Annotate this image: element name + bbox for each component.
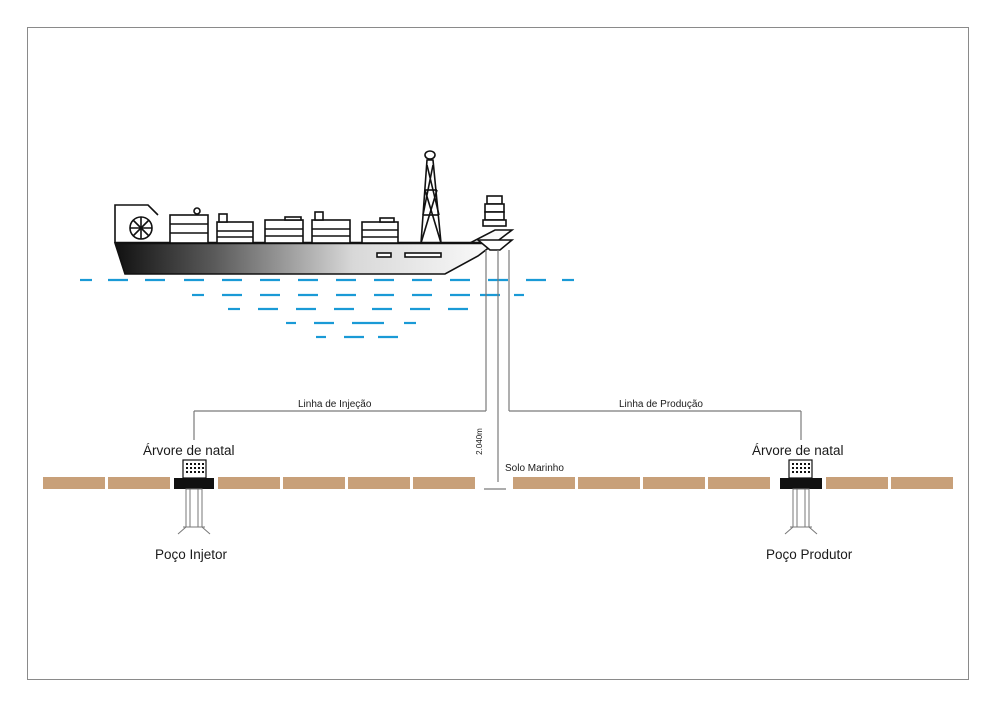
- fpso-ship-icon: [113, 150, 515, 275]
- tree-left-label: Árvore de natal: [143, 443, 235, 458]
- tree-right-label: Árvore de natal: [752, 443, 844, 458]
- seabed-label: Solo Marinho: [505, 463, 564, 474]
- seabed: [43, 477, 953, 489]
- water-surface: [80, 278, 574, 339]
- diagram-frame: [27, 27, 969, 680]
- christmas-tree-icon: [780, 459, 822, 489]
- well-injector-label: Poço Injetor: [155, 547, 228, 562]
- depth-label: 2.040m: [474, 428, 484, 455]
- flowlines: [193, 250, 802, 490]
- production-line-label: Linha de Produção: [619, 399, 703, 410]
- well-producer-label: Poço Produtor: [766, 547, 853, 562]
- wellhead-icon: [177, 488, 211, 535]
- christmas-tree-icon: [174, 459, 214, 489]
- wellhead-icon: [784, 488, 818, 535]
- injection-line-label: Linha de Injeção: [298, 399, 372, 410]
